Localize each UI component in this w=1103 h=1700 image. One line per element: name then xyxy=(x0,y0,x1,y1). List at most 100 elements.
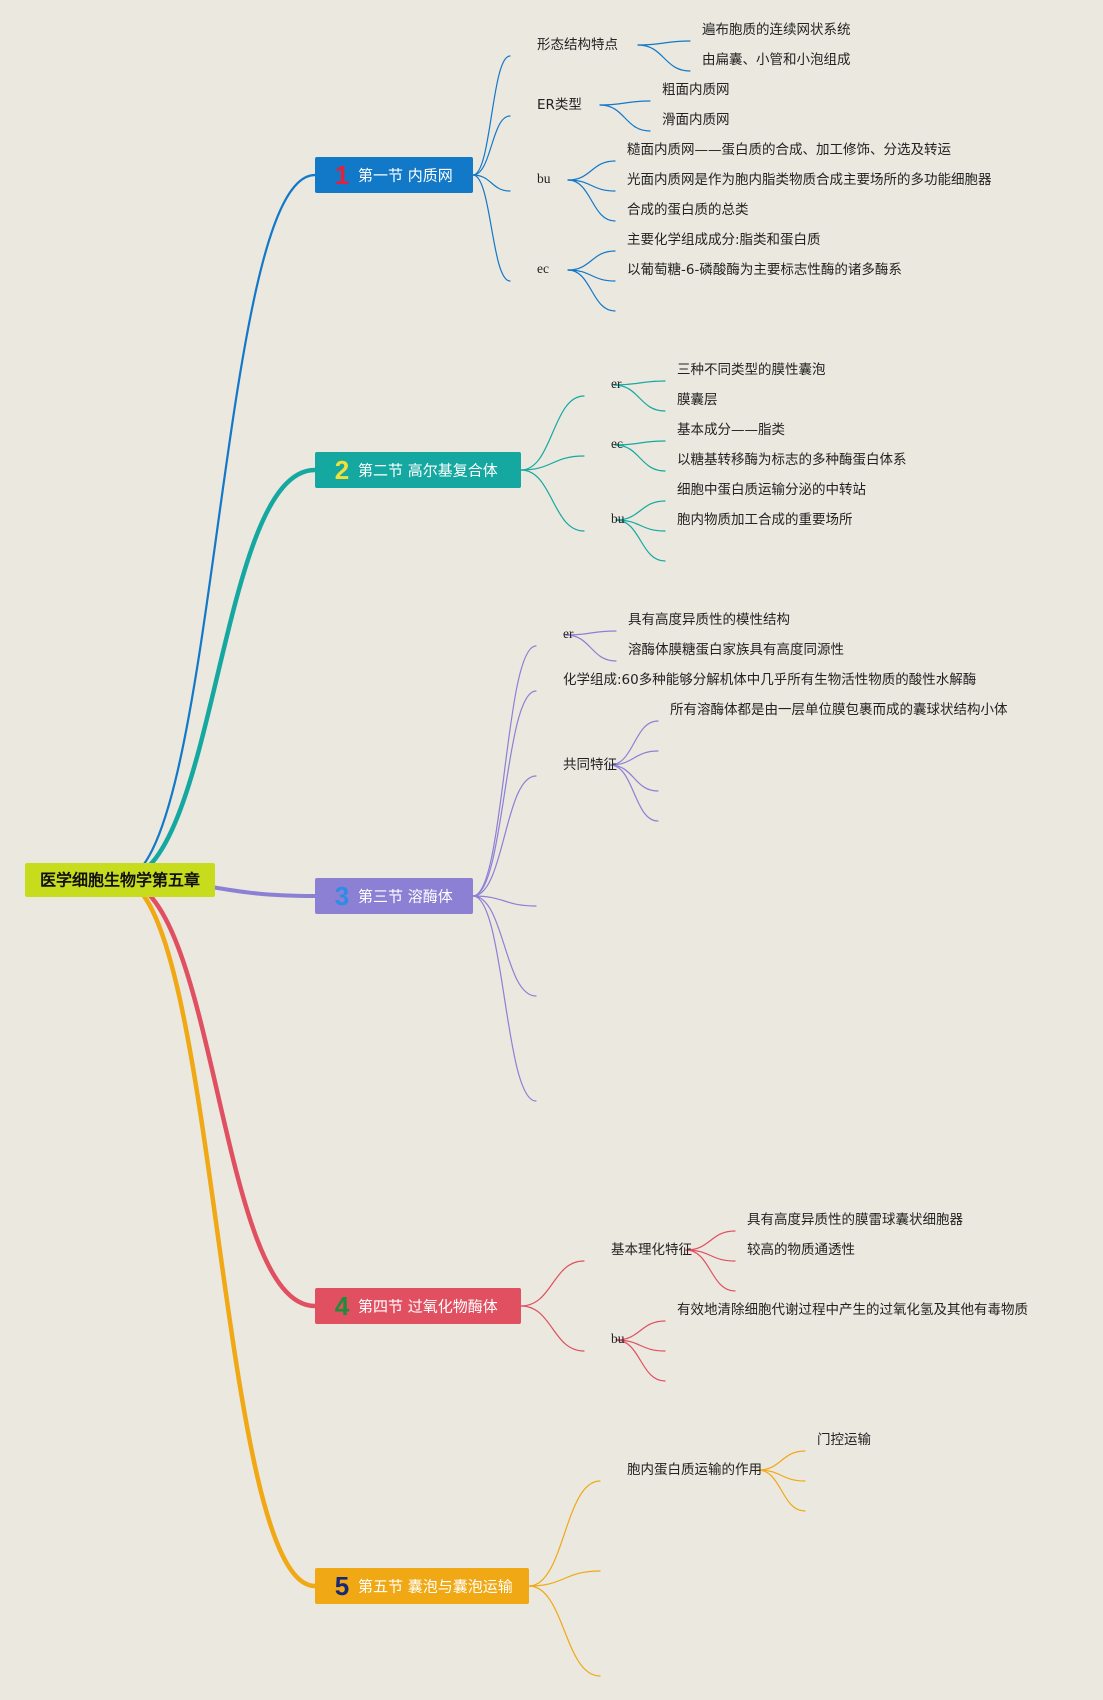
root-node[interactable] xyxy=(25,863,215,897)
leaf-item-label: 粗面内质网 xyxy=(662,82,730,98)
section-node-box xyxy=(315,1568,529,1604)
branch-to-item-line xyxy=(615,500,666,521)
leaf-item-label: 胞内物质加工合成的重要场所 xyxy=(677,512,853,528)
branch-to-item-line xyxy=(567,179,616,222)
branch-to-item-line xyxy=(613,380,666,386)
leaf-item-label: 光面内质网是作为胞内脂类物质合成主要场所的多功能细胞器 xyxy=(627,171,992,188)
leaf-item-label: 遍布胞质的连续网状系统 xyxy=(702,22,851,38)
branch-to-item-line xyxy=(685,1230,736,1251)
leaf-item-label: 门控运输 xyxy=(817,1432,871,1448)
connector-lines xyxy=(117,40,806,1677)
section-to-branch-line xyxy=(520,1260,585,1307)
section-node-1[interactable]: 1 第一节 内质网 xyxy=(315,157,473,193)
root-to-section-line xyxy=(117,877,318,1589)
branch-label: bu xyxy=(611,1331,625,1346)
section-to-branch-line xyxy=(472,895,537,907)
leaf-item-label: 以糖基转移酶为标志的多种酶蛋白体系 xyxy=(677,451,907,468)
section-to-branch-line xyxy=(528,1570,601,1587)
section-to-branch-line xyxy=(528,1480,601,1587)
section-to-branch-line xyxy=(520,1305,585,1352)
mind-map-nodes: 医学细胞生物学第五章形态结构特点遍布胞质的连续网状系统由扁囊、小管和小泡组成ER… xyxy=(25,22,1028,1604)
section-number: 2 xyxy=(335,455,349,485)
branch-to-item-line xyxy=(613,384,666,412)
branch-to-item-line xyxy=(609,750,659,766)
section-node-3[interactable]: 3 第三节 溶酶体 xyxy=(315,878,473,914)
leaf-item-label: 基本成分——脂类 xyxy=(677,421,785,438)
section-node-box xyxy=(315,1288,521,1324)
branch-label: ec xyxy=(537,261,549,276)
root-to-section-line xyxy=(118,173,317,882)
section-to-branch-line xyxy=(472,775,537,897)
branch-to-item-line xyxy=(614,444,666,472)
section-number: 3 xyxy=(335,881,349,911)
branch-label: 基本理化特征 xyxy=(611,1241,692,1258)
branch-to-item-line xyxy=(565,634,617,662)
section-node-box xyxy=(315,878,473,914)
section-to-branch-line xyxy=(472,55,511,176)
section-number: 5 xyxy=(335,1571,349,1601)
root-to-section-line xyxy=(117,877,318,1309)
section-number: 1 xyxy=(335,160,349,190)
section-to-branch-line xyxy=(472,115,511,176)
branch-to-item-line xyxy=(567,160,616,181)
branch-label: 化学组成:60多种能够分解机体中几乎所有生物活性物质的酸性水解酶 xyxy=(563,671,976,688)
section-node-4[interactable]: 4 第四节 过氧化物酶体 xyxy=(315,1288,521,1324)
section-to-branch-line xyxy=(472,895,537,1102)
branch-to-item-line xyxy=(685,1249,736,1292)
section-to-branch-line xyxy=(520,469,585,532)
branch-to-item-line xyxy=(615,1339,666,1382)
section-number: 4 xyxy=(335,1291,350,1321)
leaf-item-label: 溶酶体膜糖蛋白家族具有高度同源性 xyxy=(628,641,844,658)
branch-label: bu xyxy=(611,511,625,526)
branch-label: bu xyxy=(537,171,551,186)
section-node-box xyxy=(315,157,473,193)
section-to-branch-line xyxy=(472,690,537,897)
branch-to-item-line xyxy=(615,519,666,562)
branch-to-item-line xyxy=(757,1450,806,1471)
branch-to-item-line xyxy=(567,269,616,312)
section-node-label: 第三节 溶酶体 xyxy=(358,888,453,906)
leaf-item-label: 合成的蛋白质的总类 xyxy=(627,202,749,218)
branch-to-item-line xyxy=(609,764,659,792)
branch-to-item-line xyxy=(599,104,651,132)
section-to-branch-line xyxy=(472,895,537,997)
section-node-2[interactable]: 2 第二节 高尔基复合体 xyxy=(315,452,521,488)
branch-to-item-line xyxy=(609,764,659,822)
root-to-section-line xyxy=(117,467,318,883)
section-node-label: 第二节 高尔基复合体 xyxy=(358,462,498,480)
leaf-item-label: 滑面内质网 xyxy=(662,112,730,128)
leaf-item-label: 具有高度异质性的模性结构 xyxy=(628,611,790,628)
leaf-item-label: 所有溶酶体都是由一层单位膜包裹而成的囊球状结构小体 xyxy=(670,701,1008,718)
branch-label: 形态结构特点 xyxy=(537,37,618,53)
section-to-branch-line xyxy=(520,455,585,471)
branch-to-item-line xyxy=(637,44,691,72)
leaf-item-label: 有效地清除细胞代谢过程中产生的过氧化氢及其他有毒物质 xyxy=(677,1302,1028,1318)
leaf-item-label: 三种不同类型的膜性囊泡 xyxy=(677,361,826,378)
section-to-branch-line xyxy=(472,174,511,282)
leaf-item-label: 较高的物质通透性 xyxy=(747,1241,855,1258)
root-node-label: 医学细胞生物学第五章 xyxy=(40,871,200,890)
branch-to-item-line xyxy=(599,100,651,106)
branch-to-item-line xyxy=(615,1320,666,1341)
branch-to-item-line xyxy=(637,40,691,46)
branch-label: 胞内蛋白质运输的作用 xyxy=(627,1462,762,1478)
leaf-item-label: 膜囊层 xyxy=(677,391,718,408)
section-to-branch-line xyxy=(520,395,585,471)
section-to-branch-line xyxy=(472,645,537,897)
section-node-label: 第一节 内质网 xyxy=(358,167,453,185)
section-node-box xyxy=(315,452,521,488)
section-to-branch-line xyxy=(472,174,511,192)
branch-label: 共同特征 xyxy=(563,757,617,773)
branch-to-item-line xyxy=(565,630,617,636)
branch-label: ER类型 xyxy=(537,97,582,113)
leaf-item-label: 具有高度异质性的膜雷球囊状细胞器 xyxy=(747,1211,963,1228)
section-to-branch-line xyxy=(528,1585,601,1677)
section-node-label: 第四节 过氧化物酶体 xyxy=(358,1298,498,1316)
leaf-item-label: 糙面内质网——蛋白质的合成、加工修饰、分选及转运 xyxy=(627,142,951,158)
branch-label: er xyxy=(563,626,574,641)
leaf-item-label: 细胞中蛋白质运输分泌的中转站 xyxy=(677,482,866,498)
leaf-item-label: 以葡萄糖-6-磷酸酶为主要标志性酶的诸多酶系 xyxy=(627,261,902,278)
branch-to-item-line xyxy=(567,250,616,271)
